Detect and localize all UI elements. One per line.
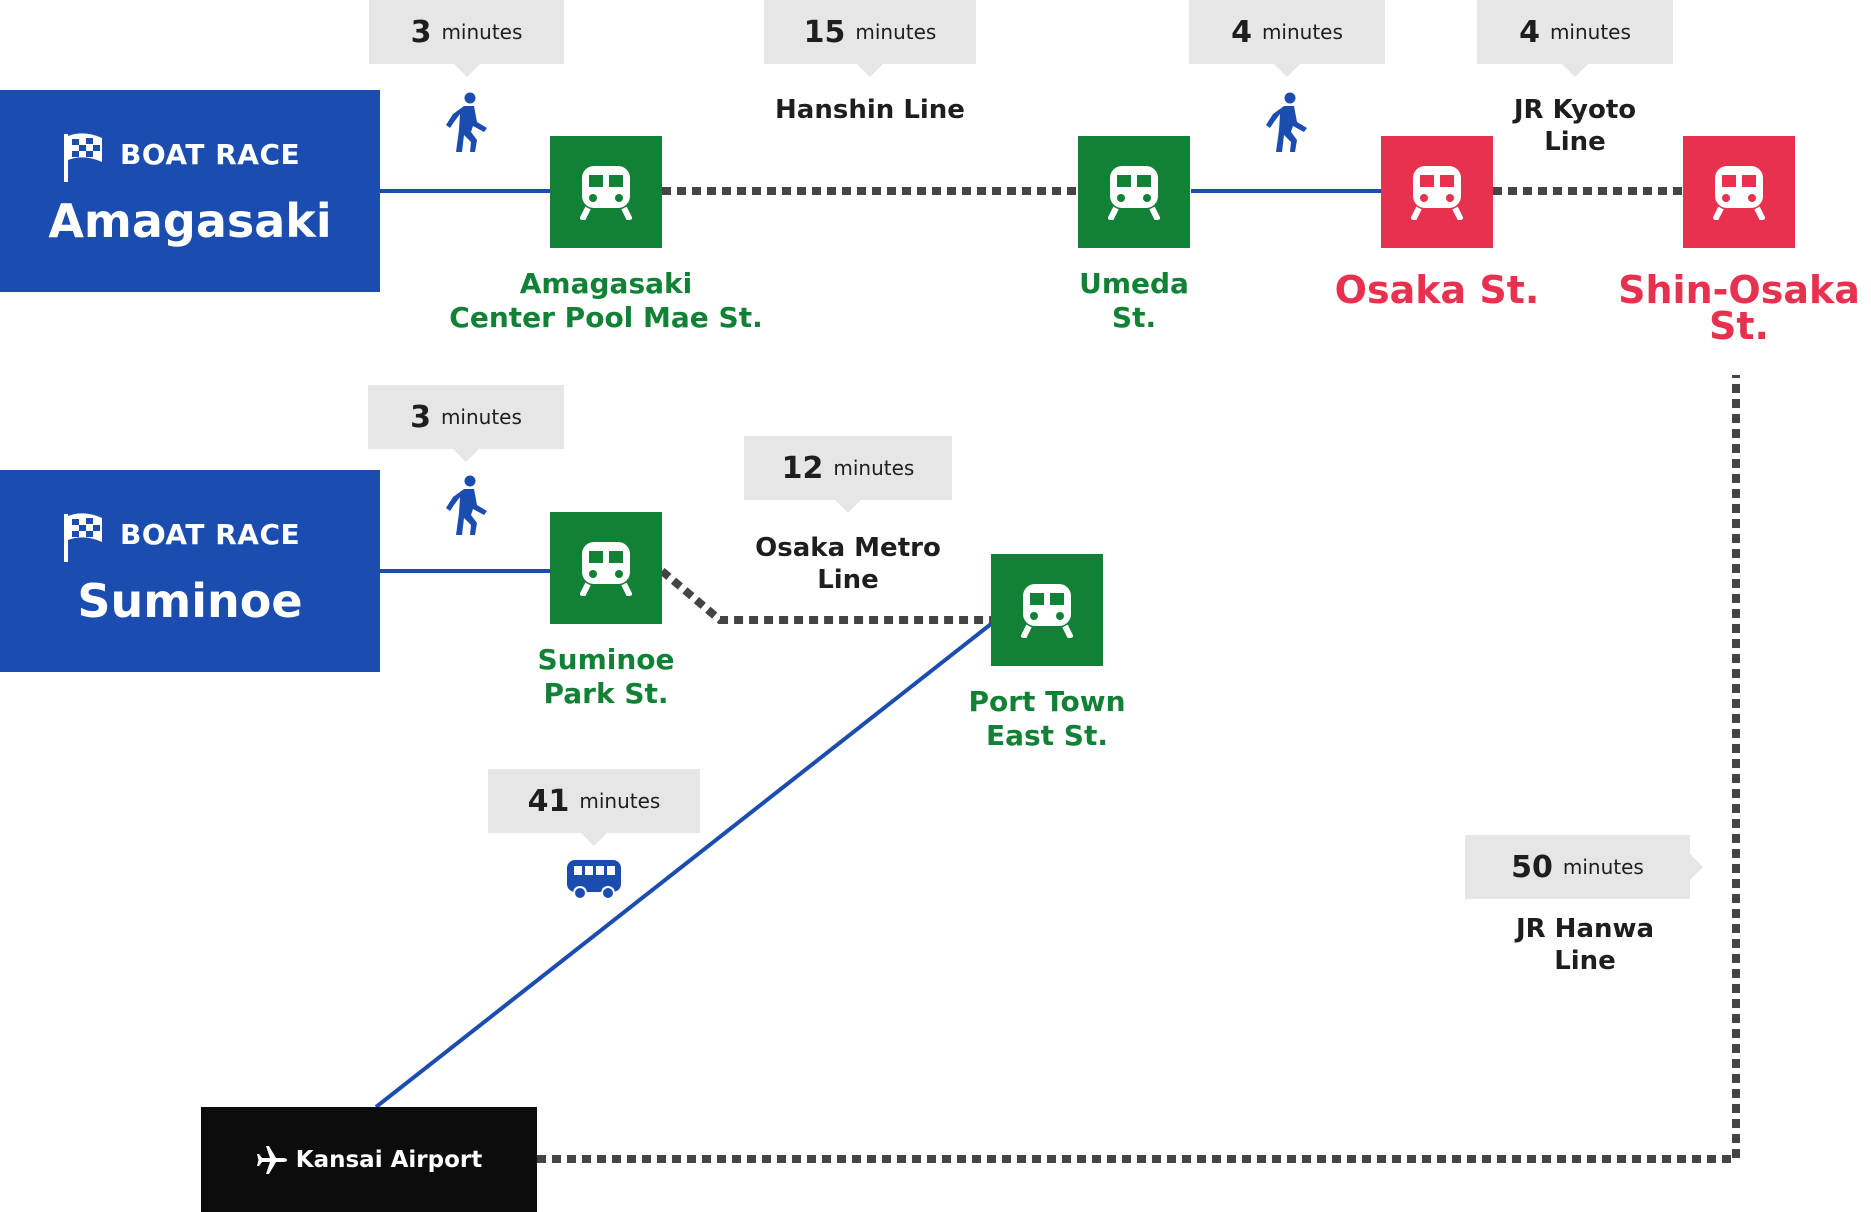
station-umeda[interactable] (1078, 136, 1190, 248)
line-label-hanshin: Hanshin Line (775, 95, 965, 125)
station-amagasaki-center-pool-mae[interactable] (550, 136, 662, 248)
kansai-airport[interactable]: Kansai Airport (201, 1107, 537, 1212)
station-label-osaka: Osaka St. (1334, 268, 1540, 312)
osaka-metro-rail-line (659, 567, 991, 624)
venue-name: Amagasaki (48, 194, 332, 248)
station-osaka[interactable] (1381, 136, 1493, 248)
venue-kicker: BOAT RACE (120, 518, 301, 551)
walking-person-icon (1263, 92, 1309, 152)
train-icon (1713, 166, 1765, 220)
checkered-flag-icon (64, 133, 102, 182)
bus-icon (565, 858, 623, 900)
train-icon (580, 166, 632, 220)
walking-person-icon (443, 92, 489, 152)
station-port-town-east[interactable] (991, 554, 1103, 666)
airplane-icon (256, 1145, 287, 1174)
venue-suminoe[interactable]: BOAT RACE Suminoe (0, 470, 380, 672)
train-icon (1411, 166, 1463, 220)
bus-line (374, 622, 993, 1109)
train-icon (580, 542, 632, 596)
jr-hanwa-rail-line (537, 375, 1740, 1163)
airport-label: Kansai Airport (295, 1146, 483, 1173)
train-icon (1108, 166, 1160, 220)
venue-name: Suminoe (77, 574, 303, 628)
walking-person-icon (443, 475, 489, 535)
station-shin-osaka[interactable] (1683, 136, 1795, 248)
venue-amagasaki[interactable]: BOAT RACE Amagasaki (0, 90, 380, 292)
station-suminoe-park[interactable] (550, 512, 662, 624)
train-icon (1021, 584, 1073, 638)
venue-kicker: BOAT RACE (120, 138, 301, 171)
checkered-flag-icon (64, 513, 102, 562)
